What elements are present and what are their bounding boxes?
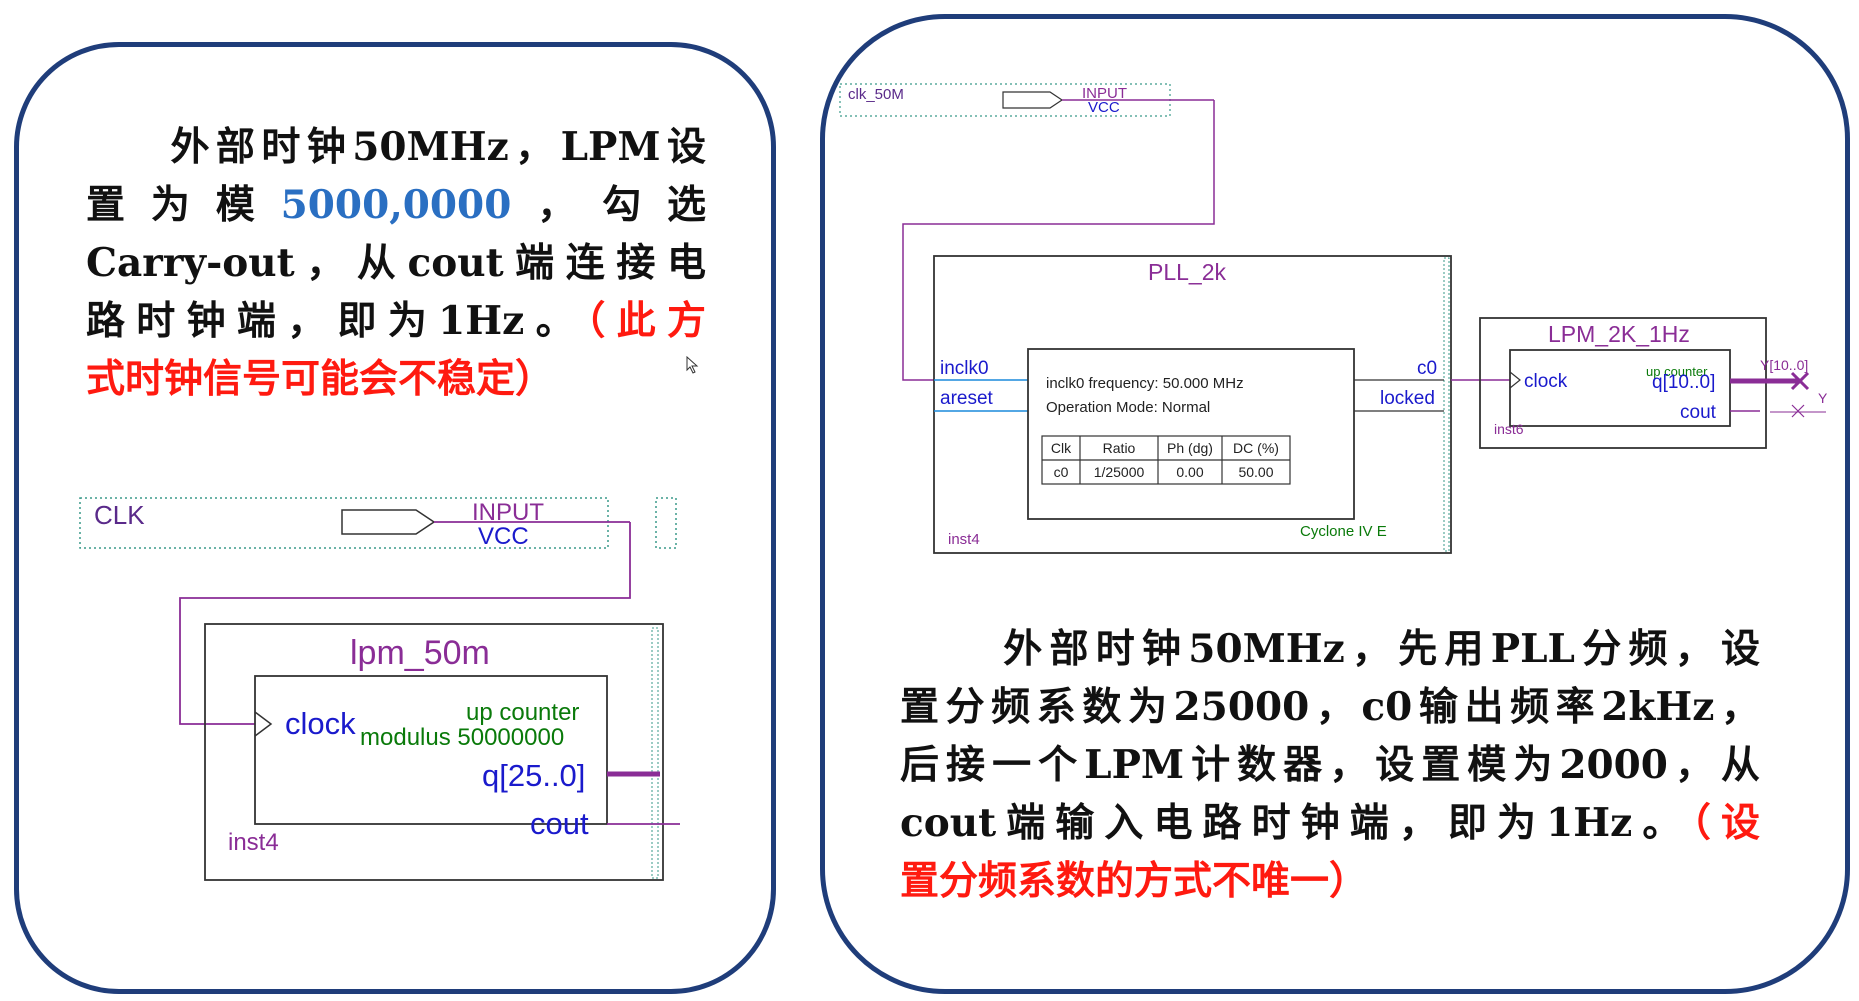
pll-locked: locked bbox=[1380, 388, 1435, 409]
left-pin-name: CLK bbox=[94, 500, 145, 530]
left-text-line4: 路时钟端，即为1Hz。 bbox=[86, 298, 586, 344]
left-instance: inst4 bbox=[228, 829, 279, 856]
left-pin-type: INPUT bbox=[472, 499, 544, 526]
table-header-dc: DC (%) bbox=[1233, 440, 1279, 456]
left-pin-vcc: VCC bbox=[478, 523, 529, 550]
left-lpm-block: lpm_50m clock up counter modulus 5000000… bbox=[204, 623, 680, 881]
left-modulus: modulus 50000000 bbox=[360, 724, 564, 751]
clock-edge-icon bbox=[254, 711, 273, 737]
input-pin-icon bbox=[341, 509, 436, 535]
table-cell-phase: 0.00 bbox=[1176, 464, 1203, 480]
table-cell-ratio: 1/25000 bbox=[1094, 464, 1145, 480]
pll-areset: areset bbox=[940, 388, 994, 409]
out-bus-label: Y[10..0] bbox=[1760, 357, 1808, 373]
lpm-clock: clock bbox=[1524, 371, 1568, 392]
table-header-clk: Clk bbox=[1051, 440, 1072, 456]
lpm-2k-block: LPM_2K_1Hz clock up counter q[10..0] cou… bbox=[1479, 317, 1828, 449]
pll-block: PLL_2k inclk0 areset c0 locked inclk0 fr… bbox=[933, 255, 1452, 554]
wire-unconnected-icon bbox=[1791, 404, 1805, 418]
clock-edge-icon bbox=[1509, 371, 1521, 389]
table-cell-dc: 50.00 bbox=[1238, 464, 1273, 480]
lpm-title: LPM_2K_1Hz bbox=[1548, 321, 1690, 347]
left-block-title: lpm_50m bbox=[350, 634, 490, 672]
left-text-line3: Carry-out，从cout端连接电 bbox=[86, 240, 706, 286]
pll-device: Cyclone IV E bbox=[1300, 523, 1387, 540]
left-cout-port: cout bbox=[530, 806, 589, 841]
lpm-q: q[10..0] bbox=[1652, 372, 1715, 393]
mouse-cursor-icon bbox=[686, 356, 699, 374]
right-text-line3: 后接一个LPM计数器，设置模为2000，从 bbox=[900, 742, 1760, 788]
right-text-line4: cout端输入电路时钟端，即为1Hz。 bbox=[900, 800, 1692, 846]
pll-title: PLL_2k bbox=[1148, 259, 1227, 285]
right-slide-panel bbox=[820, 14, 1850, 994]
left-text-line2-pre: 置为模 bbox=[86, 182, 281, 228]
right-text-line1: 外部时钟50MHz，先用PLL分频，设 bbox=[996, 626, 1760, 672]
left-description: 外部时钟50MHz，LPM设 置为模5000,0000，勾选 Carry-out… bbox=[86, 118, 706, 408]
pll-mode-info: Operation Mode: Normal bbox=[1046, 399, 1210, 416]
right-pin-type: INPUT bbox=[1082, 85, 1127, 102]
table-cell-clk: c0 bbox=[1054, 464, 1069, 480]
left-q-port: q[25..0] bbox=[482, 758, 585, 793]
left-clock-wire bbox=[179, 522, 631, 725]
right-text-line5-note: 置分频系数的方式不唯一） bbox=[900, 858, 1369, 904]
pll-clock-table: Clk Ratio Ph (dg) DC (%) c0 1/25000 0.00… bbox=[1041, 435, 1291, 485]
left-text-line5-note: 式时钟信号可能会不稳定） bbox=[86, 356, 555, 402]
left-text-line1: 外部时钟50MHz，LPM设 bbox=[164, 124, 706, 170]
pll-c0: c0 bbox=[1417, 358, 1437, 379]
table-header-phase: Ph (dg) bbox=[1167, 440, 1213, 456]
left-input-pin: CLK INPUT VCC bbox=[79, 497, 677, 550]
right-text-line4-note: （设 bbox=[1691, 800, 1760, 846]
out-y-label: Y bbox=[1818, 390, 1828, 406]
lpm-cout: cout bbox=[1680, 402, 1717, 423]
pll-instance: inst4 bbox=[948, 531, 980, 548]
bus-unconnected-icon bbox=[1790, 371, 1810, 391]
left-up-counter: up counter bbox=[466, 699, 579, 726]
left-text-line2-post: ，勾选 bbox=[511, 182, 706, 228]
left-clock-port: clock bbox=[285, 706, 356, 741]
table-header-ratio: Ratio bbox=[1103, 440, 1136, 456]
right-clock-wire bbox=[902, 100, 1215, 381]
pll-freq-info: inclk0 frequency: 50.000 MHz bbox=[1046, 375, 1244, 392]
lpm-up-counter: up counter bbox=[1646, 364, 1708, 379]
input-pin-icon bbox=[1002, 91, 1064, 109]
right-pin-vcc: VCC bbox=[1088, 99, 1120, 116]
pll-inclk0: inclk0 bbox=[940, 358, 989, 379]
modulus-value: 5000,0000 bbox=[280, 182, 512, 228]
left-text-line4-note: （此方 bbox=[585, 298, 706, 344]
right-text-line2: 置分频系数为25000，c0输出频率2kHz， bbox=[900, 684, 1760, 730]
lpm-instance: inst6 bbox=[1494, 421, 1524, 437]
right-description: 外部时钟50MHz，先用PLL分频，设 置分频系数为25000，c0输出频率2k… bbox=[900, 620, 1760, 910]
